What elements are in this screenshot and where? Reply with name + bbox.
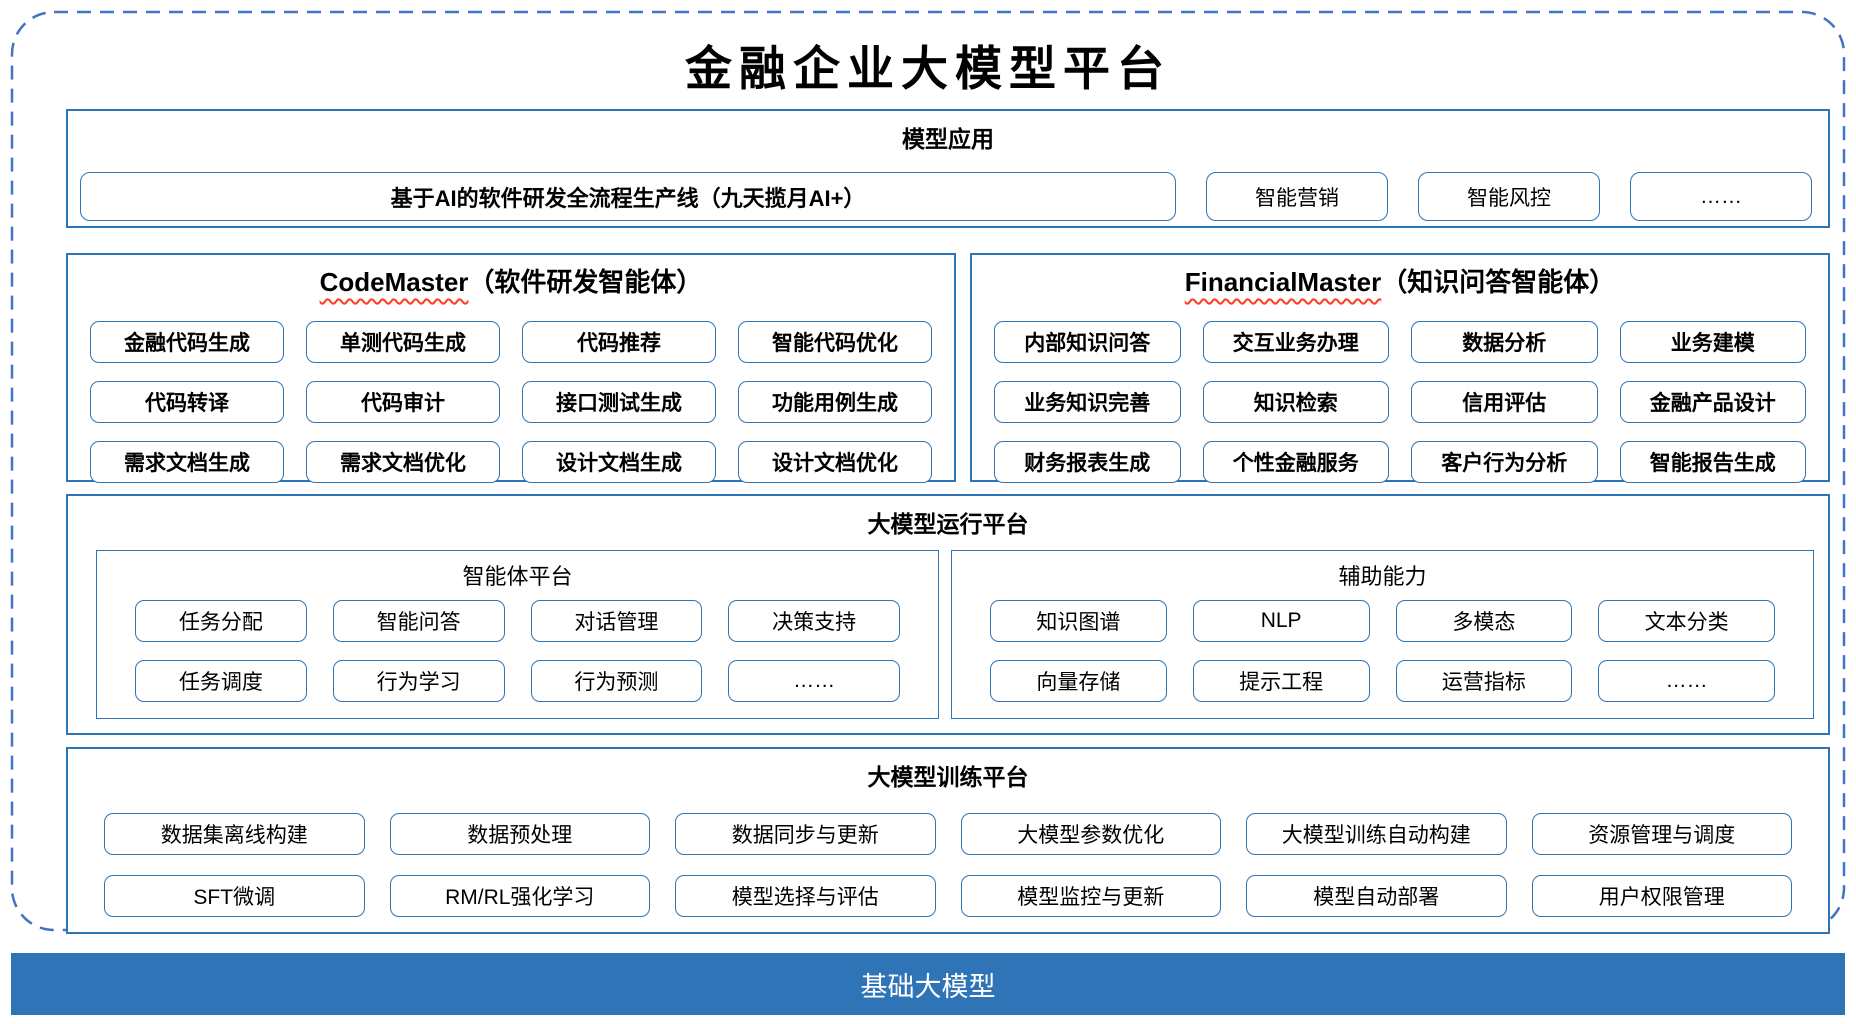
- capability-box: ……: [728, 660, 900, 702]
- capability-box: 信用评估: [1411, 381, 1598, 423]
- capability-box: NLP: [1192, 600, 1370, 642]
- capability-box: 交互业务办理: [1202, 321, 1389, 363]
- capability-box: 大模型训练自动构建: [1246, 813, 1507, 855]
- codemaster-title-zh: （软件研发智能体）: [468, 267, 703, 297]
- capability-box: 数据集离线构建: [104, 813, 365, 855]
- application-box: ……: [1630, 172, 1812, 221]
- financialmaster-title: FinancialMaster（知识问答智能体）: [972, 255, 1828, 299]
- agent-platform-grid: 任务分配智能问答对话管理决策支持任务调度行为学习行为预测 ……: [97, 600, 938, 702]
- section-training-platform: 大模型训练平台 数据集离线构建数据预处理数据同步与更新大模型参数优化大模型训练自…: [66, 747, 1830, 934]
- section-model-application-header: 模型应用: [902, 126, 994, 152]
- capability-box: 知识检索: [1202, 381, 1389, 423]
- capability-box: 智能问答: [332, 600, 505, 642]
- capability-box: 金融产品设计: [1619, 381, 1806, 423]
- application-box: 智能营销: [1206, 172, 1388, 221]
- section-model-application: 模型应用 基于AI的软件研发全流程生产线（九天揽月AI+） 智能营销智能风控 ……: [66, 109, 1830, 228]
- capability-box: 代码转译: [90, 381, 284, 423]
- training-platform-header: 大模型训练平台: [867, 764, 1029, 790]
- capability-box: 资源管理与调度: [1531, 813, 1792, 855]
- capability-box: 智能报告生成: [1619, 441, 1806, 483]
- capability-box: 多模态: [1395, 600, 1573, 642]
- financialmaster-title-en: FinancialMaster: [1184, 267, 1382, 297]
- codemaster-title: CodeMaster（软件研发智能体）: [68, 255, 954, 299]
- capability-box: 任务分配: [135, 600, 307, 642]
- capability-box: 模型选择与评估: [675, 875, 936, 917]
- capability-box: 任务调度: [135, 660, 307, 702]
- capability-box: 金融代码生成: [90, 321, 284, 363]
- financialmaster-title-zh: （知识问答智能体）: [1381, 267, 1616, 297]
- capability-box: 功能用例生成: [738, 381, 932, 423]
- pipeline-box: 基于AI的软件研发全流程生产线（九天揽月AI+）: [80, 172, 1176, 221]
- foundation-model-label: 基础大模型: [860, 971, 996, 1002]
- section-runtime-platform: 大模型运行平台 智能体平台 任务分配智能问答对话管理决策支持任务调度行为学习行为…: [66, 494, 1830, 735]
- financialmaster-grid: 内部知识问答交互业务办理数据分析业务建模业务知识完善知识检索信用评估金融产品设计…: [972, 321, 1828, 483]
- capability-box: 模型自动部署: [1246, 875, 1507, 917]
- capability-box: ……: [1598, 660, 1775, 702]
- capability-box: 向量存储: [990, 660, 1167, 702]
- codemaster-title-en: CodeMaster: [319, 267, 469, 297]
- agent-platform-title: 智能体平台: [462, 564, 573, 589]
- capability-box: 代码推荐: [522, 321, 716, 363]
- capability-box: 决策支持: [728, 600, 900, 642]
- capability-box: 业务知识完善: [994, 381, 1181, 423]
- panel-agent-platform: 智能体平台 任务分配智能问答对话管理决策支持任务调度行为学习行为预测 ……: [96, 550, 939, 719]
- capability-box: 大模型参数优化: [960, 813, 1221, 855]
- foundation-model-bar: 基础大模型: [11, 953, 1845, 1015]
- capability-box: 内部知识问答: [994, 321, 1181, 363]
- capability-box: 客户行为分析: [1411, 441, 1598, 483]
- capability-box: 提示工程: [1192, 660, 1370, 702]
- capability-box: 财务报表生成: [994, 441, 1181, 483]
- capability-box: 文本分类: [1598, 600, 1775, 642]
- capability-box: 运营指标: [1395, 660, 1573, 702]
- runtime-platform-header: 大模型运行平台: [867, 511, 1029, 537]
- capability-box: 需求文档优化: [306, 441, 500, 483]
- capability-box: 模型监控与更新: [960, 875, 1221, 917]
- capability-box: 代码审计: [306, 381, 500, 423]
- capability-box: 智能代码优化: [738, 321, 932, 363]
- capability-box: 数据同步与更新: [675, 813, 936, 855]
- aux-ability-title: 辅助能力: [1338, 564, 1427, 589]
- capability-box: 数据预处理: [389, 813, 650, 855]
- page-title: 金融企业大模型平台: [685, 42, 1171, 97]
- capability-box: 数据分析: [1411, 321, 1598, 363]
- capability-box: 行为学习: [332, 660, 505, 702]
- capability-box: 设计文档生成: [522, 441, 716, 483]
- codemaster-grid: 金融代码生成单测代码生成代码推荐智能代码优化代码转译代码审计接口测试生成功能用例…: [68, 321, 954, 483]
- capability-box: SFT微调: [104, 875, 365, 917]
- capability-box: 设计文档优化: [738, 441, 932, 483]
- panel-aux-ability: 辅助能力 知识图谱 NLP 多模态文本分类向量存储提示工程运营指标 ……: [951, 550, 1814, 719]
- aux-ability-grid: 知识图谱 NLP 多模态文本分类向量存储提示工程运营指标 ……: [952, 600, 1813, 702]
- section-financialmaster: FinancialMaster（知识问答智能体） 内部知识问答交互业务办理数据分…: [970, 253, 1830, 483]
- training-grid: 数据集离线构建数据预处理数据同步与更新大模型参数优化大模型训练自动构建资源管理与…: [68, 813, 1828, 917]
- application-box: 智能风控: [1418, 172, 1600, 221]
- capability-box: 接口测试生成: [522, 381, 716, 423]
- agents-row: CodeMaster（软件研发智能体） 金融代码生成单测代码生成代码推荐智能代码…: [66, 253, 1830, 483]
- capability-box: 业务建模: [1619, 321, 1806, 363]
- model-application-items: 智能营销智能风控 ……: [1206, 172, 1812, 221]
- capability-box: RM/RL强化学习: [389, 875, 650, 917]
- model-application-row: 基于AI的软件研发全流程生产线（九天揽月AI+） 智能营销智能风控 ……: [80, 172, 1812, 221]
- capability-box: 个性金融服务: [1202, 441, 1389, 483]
- capability-box: 用户权限管理: [1531, 875, 1792, 917]
- section-codemaster: CodeMaster（软件研发智能体） 金融代码生成单测代码生成代码推荐智能代码…: [66, 253, 956, 483]
- capability-box: 对话管理: [530, 600, 703, 642]
- capability-box: 知识图谱: [990, 600, 1167, 642]
- capability-box: 单测代码生成: [306, 321, 500, 363]
- capability-box: 行为预测: [530, 660, 703, 702]
- capability-box: 需求文档生成: [90, 441, 284, 483]
